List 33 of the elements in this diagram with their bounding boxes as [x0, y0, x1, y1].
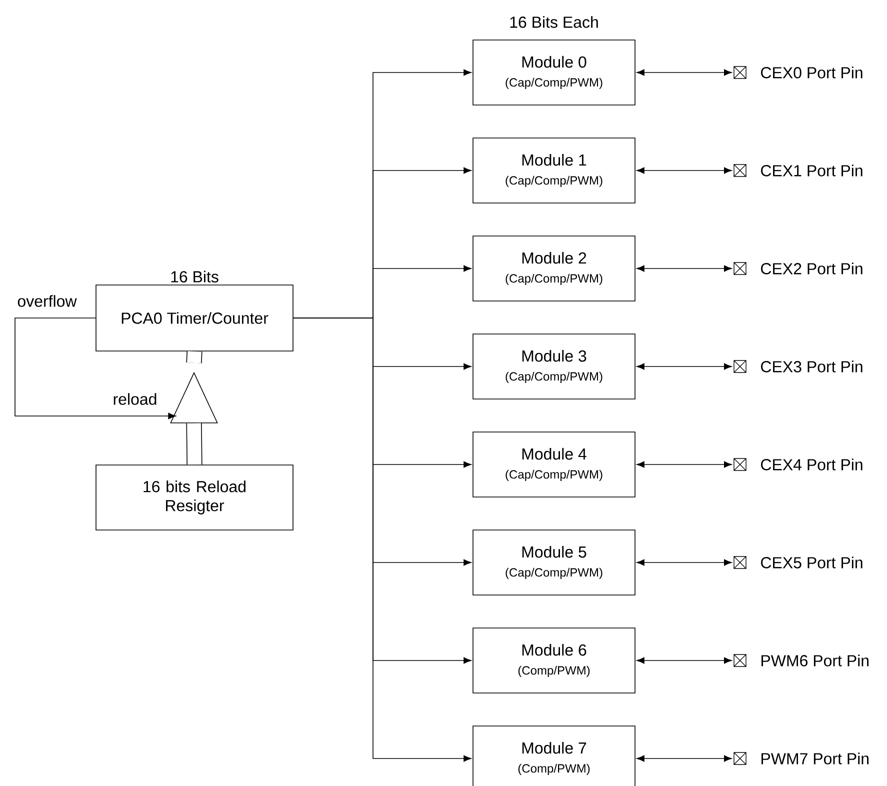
module-box: Module 1 (Cap/Comp/PWM): [472, 138, 636, 204]
module-box: Module 2 (Cap/Comp/PWM): [472, 236, 636, 302]
arrow: [636, 265, 732, 272]
module-box: Module 7 (Comp/PWM): [472, 726, 636, 786]
port-pin: CEX0 Port Pin: [734, 66, 862, 79]
port-pin: CEX2 Port Pin: [734, 262, 862, 275]
signal-label: overflow: [18, 295, 77, 307]
arrow: [14, 318, 176, 420]
arrow: [636, 363, 732, 370]
arrow: [636, 69, 732, 76]
arrow: [636, 167, 732, 174]
arrow: [636, 461, 732, 468]
register-box: 16 bits Reload Resigter: [96, 464, 294, 530]
module-box: Module 3 (Cap/Comp/PWM): [472, 334, 636, 400]
bus-line: [186, 351, 202, 364]
module-box: Module 6 (Comp/PWM): [472, 628, 636, 694]
counter-box: 16 Bits PCA0 Timer/Counter: [96, 270, 294, 352]
module-box: Module 0 (Cap/Comp/PWM): [472, 40, 636, 106]
bus-line: [186, 423, 202, 465]
arrow: [636, 755, 732, 762]
port-pin: CEX1 Port Pin: [734, 164, 862, 177]
port-pin: CEX3 Port Pin: [734, 360, 862, 373]
port-pin: CEX4 Port Pin: [734, 458, 862, 471]
port-pin: PWM6 Port Pin: [734, 654, 868, 667]
box-heading: 16 Bits: [171, 270, 218, 282]
port-pin: PWM7 Port Pin: [734, 752, 868, 765]
module-box: Module 4 (Cap/Comp/PWM): [472, 432, 636, 498]
arrow: [636, 657, 732, 664]
arrow: [293, 318, 472, 762]
edge-label: reload: [114, 393, 156, 405]
arrow: [636, 559, 732, 566]
module-box: Module 5 (Cap/Comp/PWM): [472, 530, 636, 596]
port-pin: CEX5 Port Pin: [734, 556, 862, 569]
